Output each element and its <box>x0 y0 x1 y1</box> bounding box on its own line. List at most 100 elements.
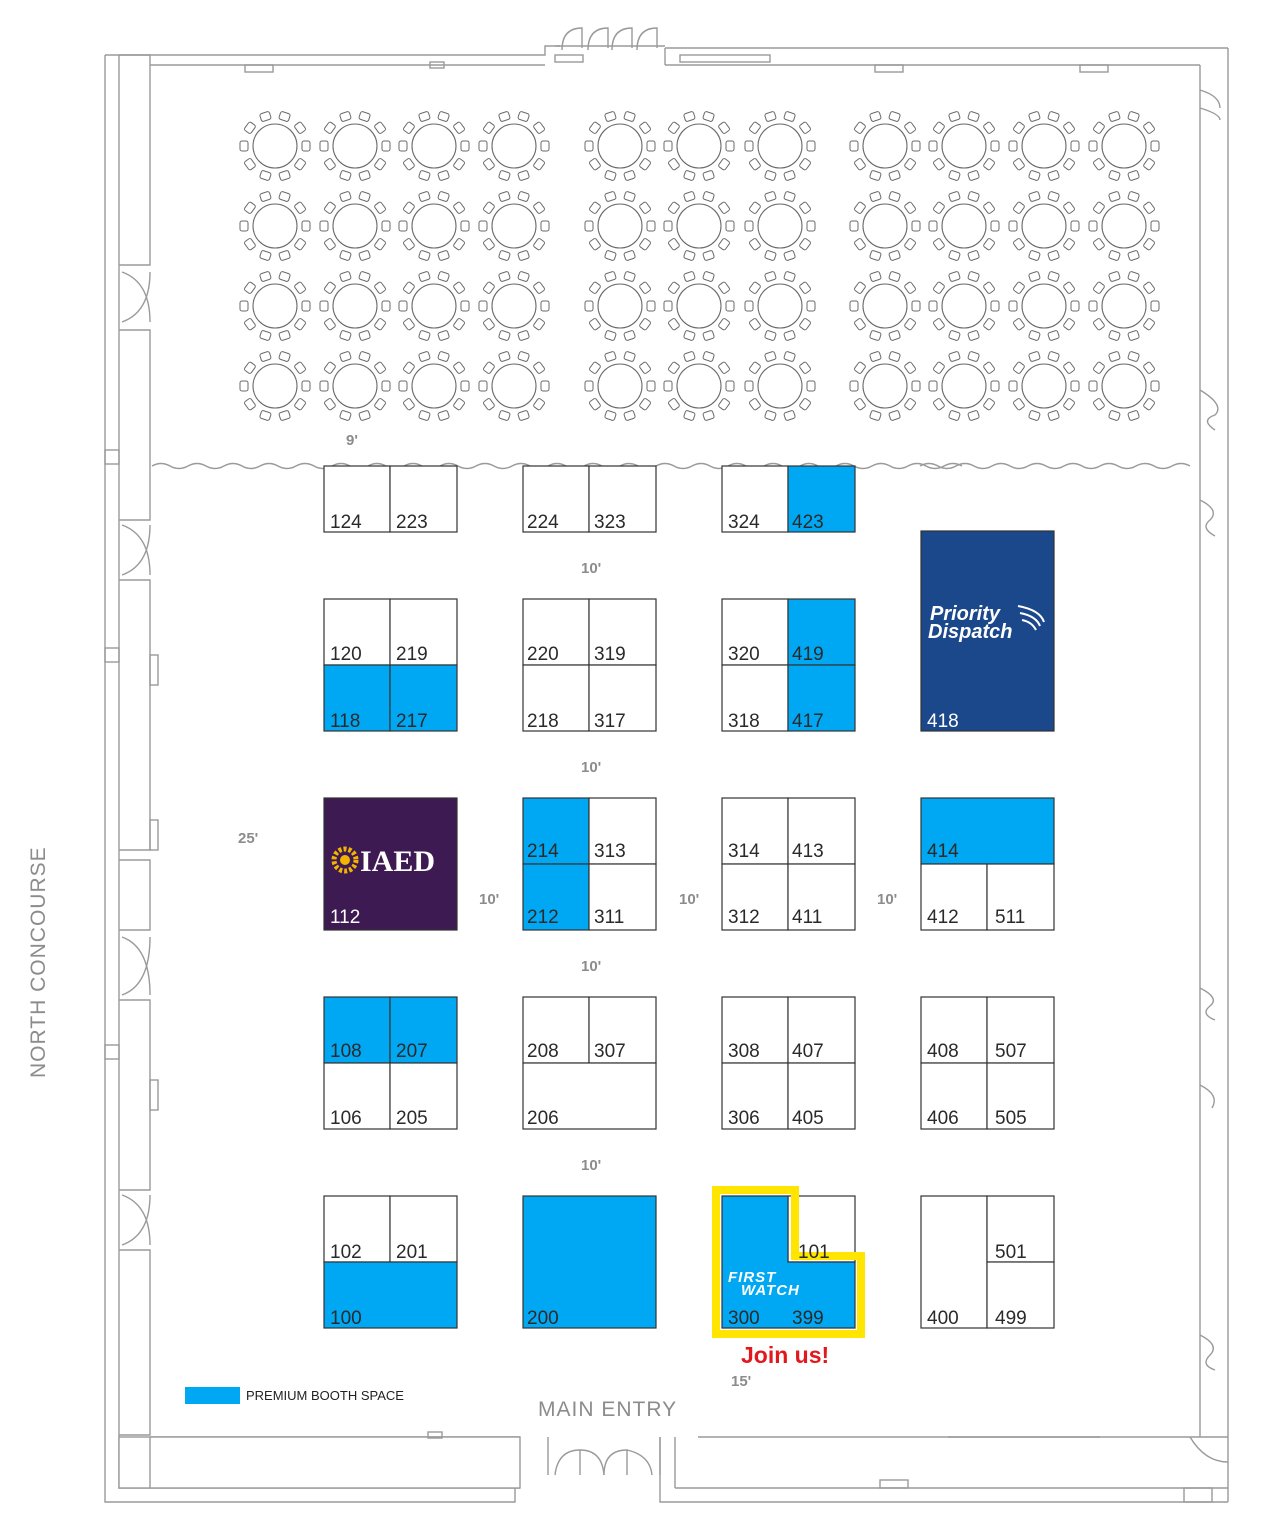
booth-219[interactable] <box>389 598 458 666</box>
booth-102[interactable] <box>323 1195 391 1263</box>
booth-205[interactable] <box>389 1062 458 1130</box>
booth-319[interactable] <box>588 598 657 666</box>
round-table <box>584 111 656 181</box>
chair <box>869 271 882 282</box>
booth-307[interactable] <box>588 996 657 1064</box>
chair <box>783 330 796 341</box>
chair <box>278 170 291 181</box>
round-table <box>478 111 550 181</box>
chair <box>702 351 715 362</box>
chair <box>1063 158 1075 171</box>
booth-312[interactable] <box>721 863 789 931</box>
table-top <box>862 283 908 329</box>
booth-100-premium[interactable] <box>323 1261 458 1329</box>
booth-number: 208 <box>527 1041 559 1062</box>
chair <box>259 111 272 122</box>
chair <box>933 361 945 374</box>
table-top <box>862 123 908 169</box>
chair <box>783 351 796 362</box>
booth-507[interactable] <box>986 996 1055 1064</box>
booth-505[interactable] <box>986 1062 1055 1130</box>
booth-499[interactable] <box>986 1261 1055 1329</box>
booth-101[interactable] <box>787 1195 856 1263</box>
booth-406[interactable] <box>920 1062 988 1130</box>
booth-423-premium[interactable] <box>787 465 856 533</box>
chair <box>702 250 715 261</box>
chair <box>437 271 450 282</box>
chair <box>904 361 916 374</box>
chair <box>1093 361 1105 374</box>
booth-number: 419 <box>792 644 824 665</box>
chair <box>1028 410 1041 421</box>
chair <box>319 220 329 232</box>
round-table <box>398 271 470 341</box>
booth-400[interactable] <box>920 1195 988 1329</box>
chair <box>1028 111 1041 122</box>
booth-223[interactable] <box>389 465 458 533</box>
table-top <box>332 363 378 409</box>
booth-320[interactable] <box>721 598 789 666</box>
chair <box>374 201 386 214</box>
booth-308[interactable] <box>721 996 789 1064</box>
booth-314[interactable] <box>721 797 789 865</box>
booth-224[interactable] <box>522 465 590 533</box>
booth-318[interactable] <box>721 664 789 732</box>
chair <box>1063 361 1075 374</box>
chair <box>374 318 386 331</box>
priority-dispatch-logo: Priority Dispatch <box>928 603 1045 643</box>
first-watch-highlight-outline <box>712 1186 865 1338</box>
booth-number: 217 <box>396 711 428 732</box>
chair <box>259 170 272 181</box>
chair <box>478 380 488 392</box>
booth-number: 120 <box>330 644 362 665</box>
chair <box>533 238 545 251</box>
logo-text: Dispatch <box>928 621 1012 643</box>
chair <box>259 271 272 282</box>
chair <box>749 318 761 331</box>
legend-swatch <box>185 1387 240 1404</box>
booth-411[interactable] <box>787 863 856 931</box>
chair <box>639 281 651 294</box>
chair <box>646 220 656 232</box>
booth-108-premium[interactable] <box>323 996 391 1064</box>
chair <box>339 111 352 122</box>
chair <box>983 238 995 251</box>
chair <box>259 410 272 421</box>
table-top <box>252 203 298 249</box>
booth-212-premium[interactable] <box>522 863 590 931</box>
booth-306[interactable] <box>721 1062 789 1130</box>
booth-200-premium[interactable] <box>522 1195 657 1329</box>
booth-208[interactable] <box>522 996 590 1064</box>
chair <box>1028 271 1041 282</box>
booth-311[interactable] <box>588 863 657 931</box>
booth-300-399-first-watch[interactable] <box>721 1195 856 1329</box>
booth-218[interactable] <box>522 664 590 732</box>
table-top <box>491 123 537 169</box>
chair <box>639 361 651 374</box>
round-table <box>398 191 470 261</box>
chair <box>478 300 488 312</box>
booth-206[interactable] <box>522 1062 657 1130</box>
booth-313[interactable] <box>588 797 657 865</box>
chair <box>244 281 256 294</box>
booth-217-premium[interactable] <box>389 664 458 732</box>
booth-417-premium[interactable] <box>787 664 856 732</box>
chair <box>460 220 470 232</box>
booth-405[interactable] <box>787 1062 856 1130</box>
booth-511[interactable] <box>986 863 1055 931</box>
chair <box>911 300 921 312</box>
chair <box>1047 191 1060 202</box>
chair <box>683 250 696 261</box>
column-gap-dimension: 10' <box>479 891 499 908</box>
chair <box>533 398 545 411</box>
chair <box>764 111 777 122</box>
booth-323[interactable] <box>588 465 657 533</box>
booth-407[interactable] <box>787 996 856 1064</box>
chair <box>888 271 901 282</box>
booth-419-premium[interactable] <box>787 598 856 666</box>
booth-413[interactable] <box>787 797 856 865</box>
booth-317[interactable] <box>588 664 657 732</box>
booth-number: 406 <box>927 1108 959 1129</box>
booth-418-priority-dispatch[interactable] <box>920 530 1055 732</box>
chair <box>294 398 306 411</box>
